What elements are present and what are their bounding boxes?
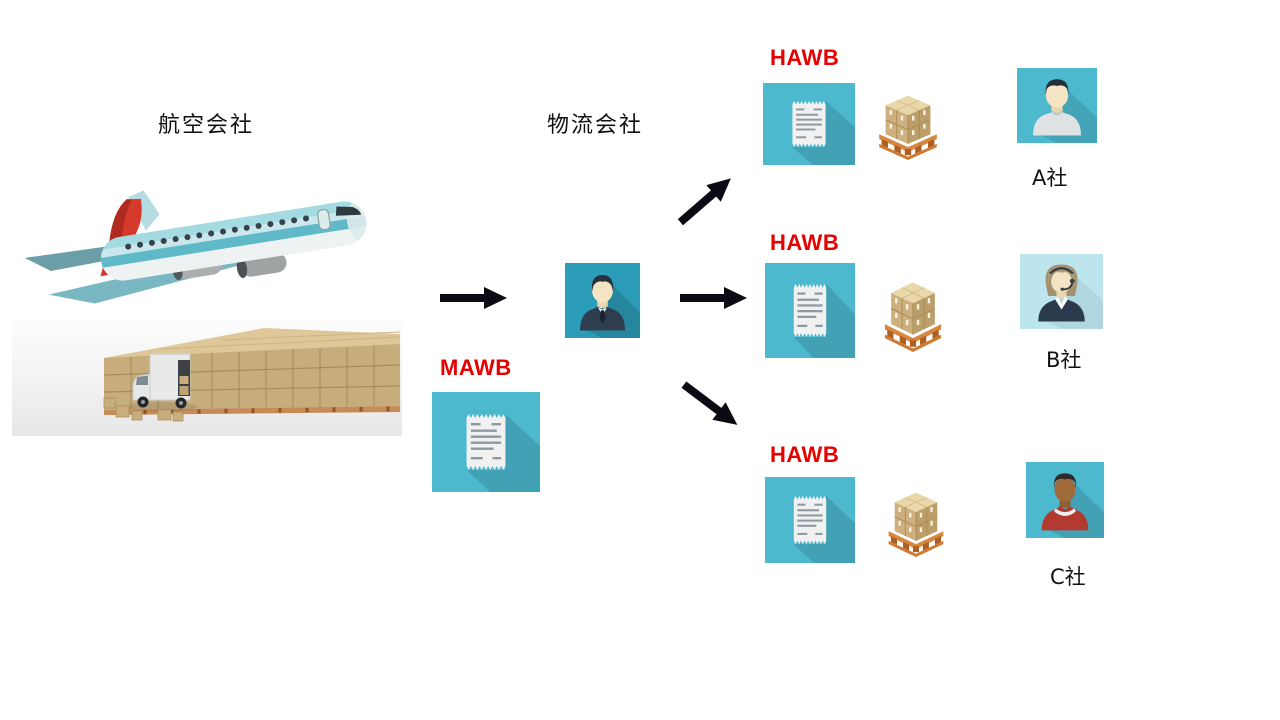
warehouse-boxes-truck-illustration (12, 318, 402, 436)
arrow-logistics-to-b-icon (680, 286, 748, 310)
logistics-label: 物流会社 (547, 113, 644, 138)
airline-label: 航空会社 (158, 113, 255, 138)
arrow-logistics-to-c-icon (677, 375, 746, 435)
hawb-c-waybill-receipt-icon (765, 477, 855, 563)
consignee-b-headset-avatar-icon (1020, 254, 1103, 329)
arrow-airline-to-logistics-icon (440, 286, 508, 310)
hawb-a-waybill-receipt-icon (763, 83, 855, 165)
mawb-waybill-receipt-icon (432, 392, 540, 492)
branch-c-boxes-on-pallet-icon (878, 483, 954, 557)
consignee-c-avatar-icon (1026, 462, 1104, 538)
company-b-label: B社 (1046, 348, 1082, 372)
branch-a-boxes-on-pallet-icon (868, 86, 948, 160)
company-c-label: C社 (1050, 565, 1086, 589)
arrow-logistics-to-a-icon (672, 169, 739, 232)
hawb-b-waybill-receipt-icon (765, 263, 855, 358)
hawb-c-label: HAWB (770, 442, 840, 467)
mawb-label: MAWB (440, 355, 512, 380)
company-a-label: A社 (1032, 166, 1068, 190)
hawb-a-label: HAWB (770, 45, 840, 70)
airplane-illustration (25, 170, 405, 310)
branch-b-boxes-on-pallet-icon (874, 272, 952, 352)
hawb-b-label: HAWB (770, 230, 840, 255)
consignee-a-avatar-icon (1017, 68, 1097, 143)
forwarder-businessman-avatar-icon (565, 263, 640, 338)
